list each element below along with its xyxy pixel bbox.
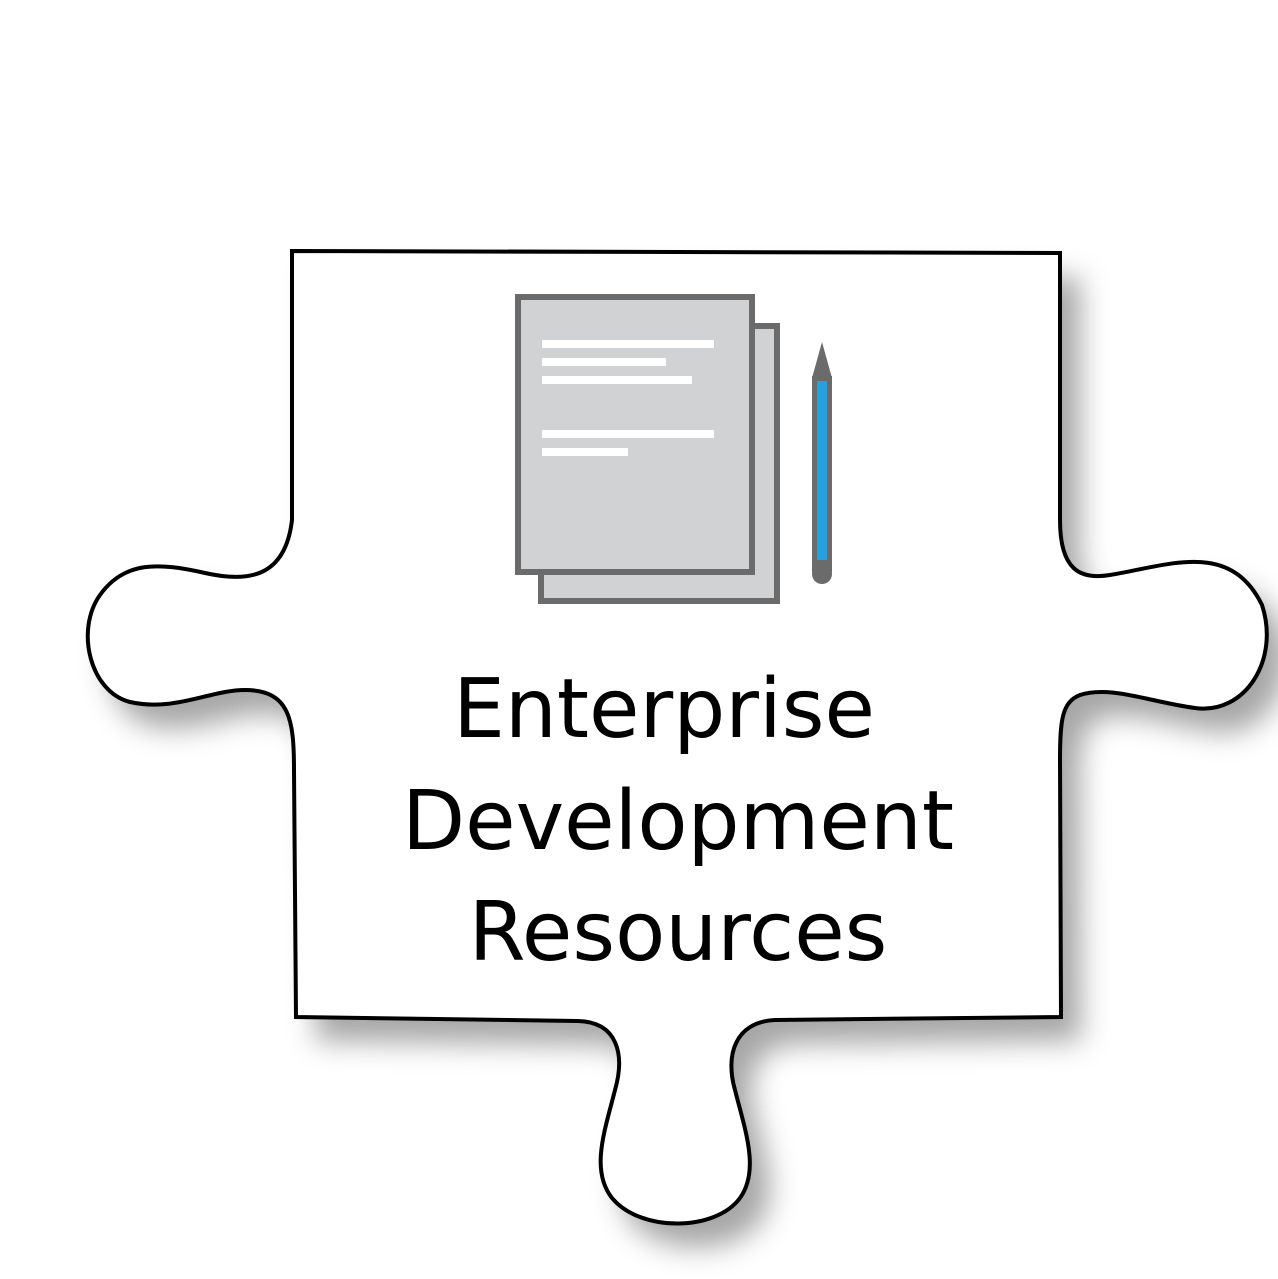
pencil-icon	[812, 342, 832, 584]
title-line-1: Enterprise	[453, 662, 875, 757]
document-text-line	[542, 376, 692, 384]
title-line-3: Resources	[469, 885, 888, 980]
document-text-line	[542, 358, 666, 366]
document-text-line	[542, 430, 714, 438]
documents-and-pencil-icon	[515, 294, 832, 604]
tile-title: Enterprise Development Resources	[402, 662, 954, 980]
title-line-2: Development	[402, 774, 954, 869]
document-text-line	[542, 448, 628, 456]
puzzle-piece	[85, 248, 1269, 1226]
document-text-line	[542, 340, 714, 348]
